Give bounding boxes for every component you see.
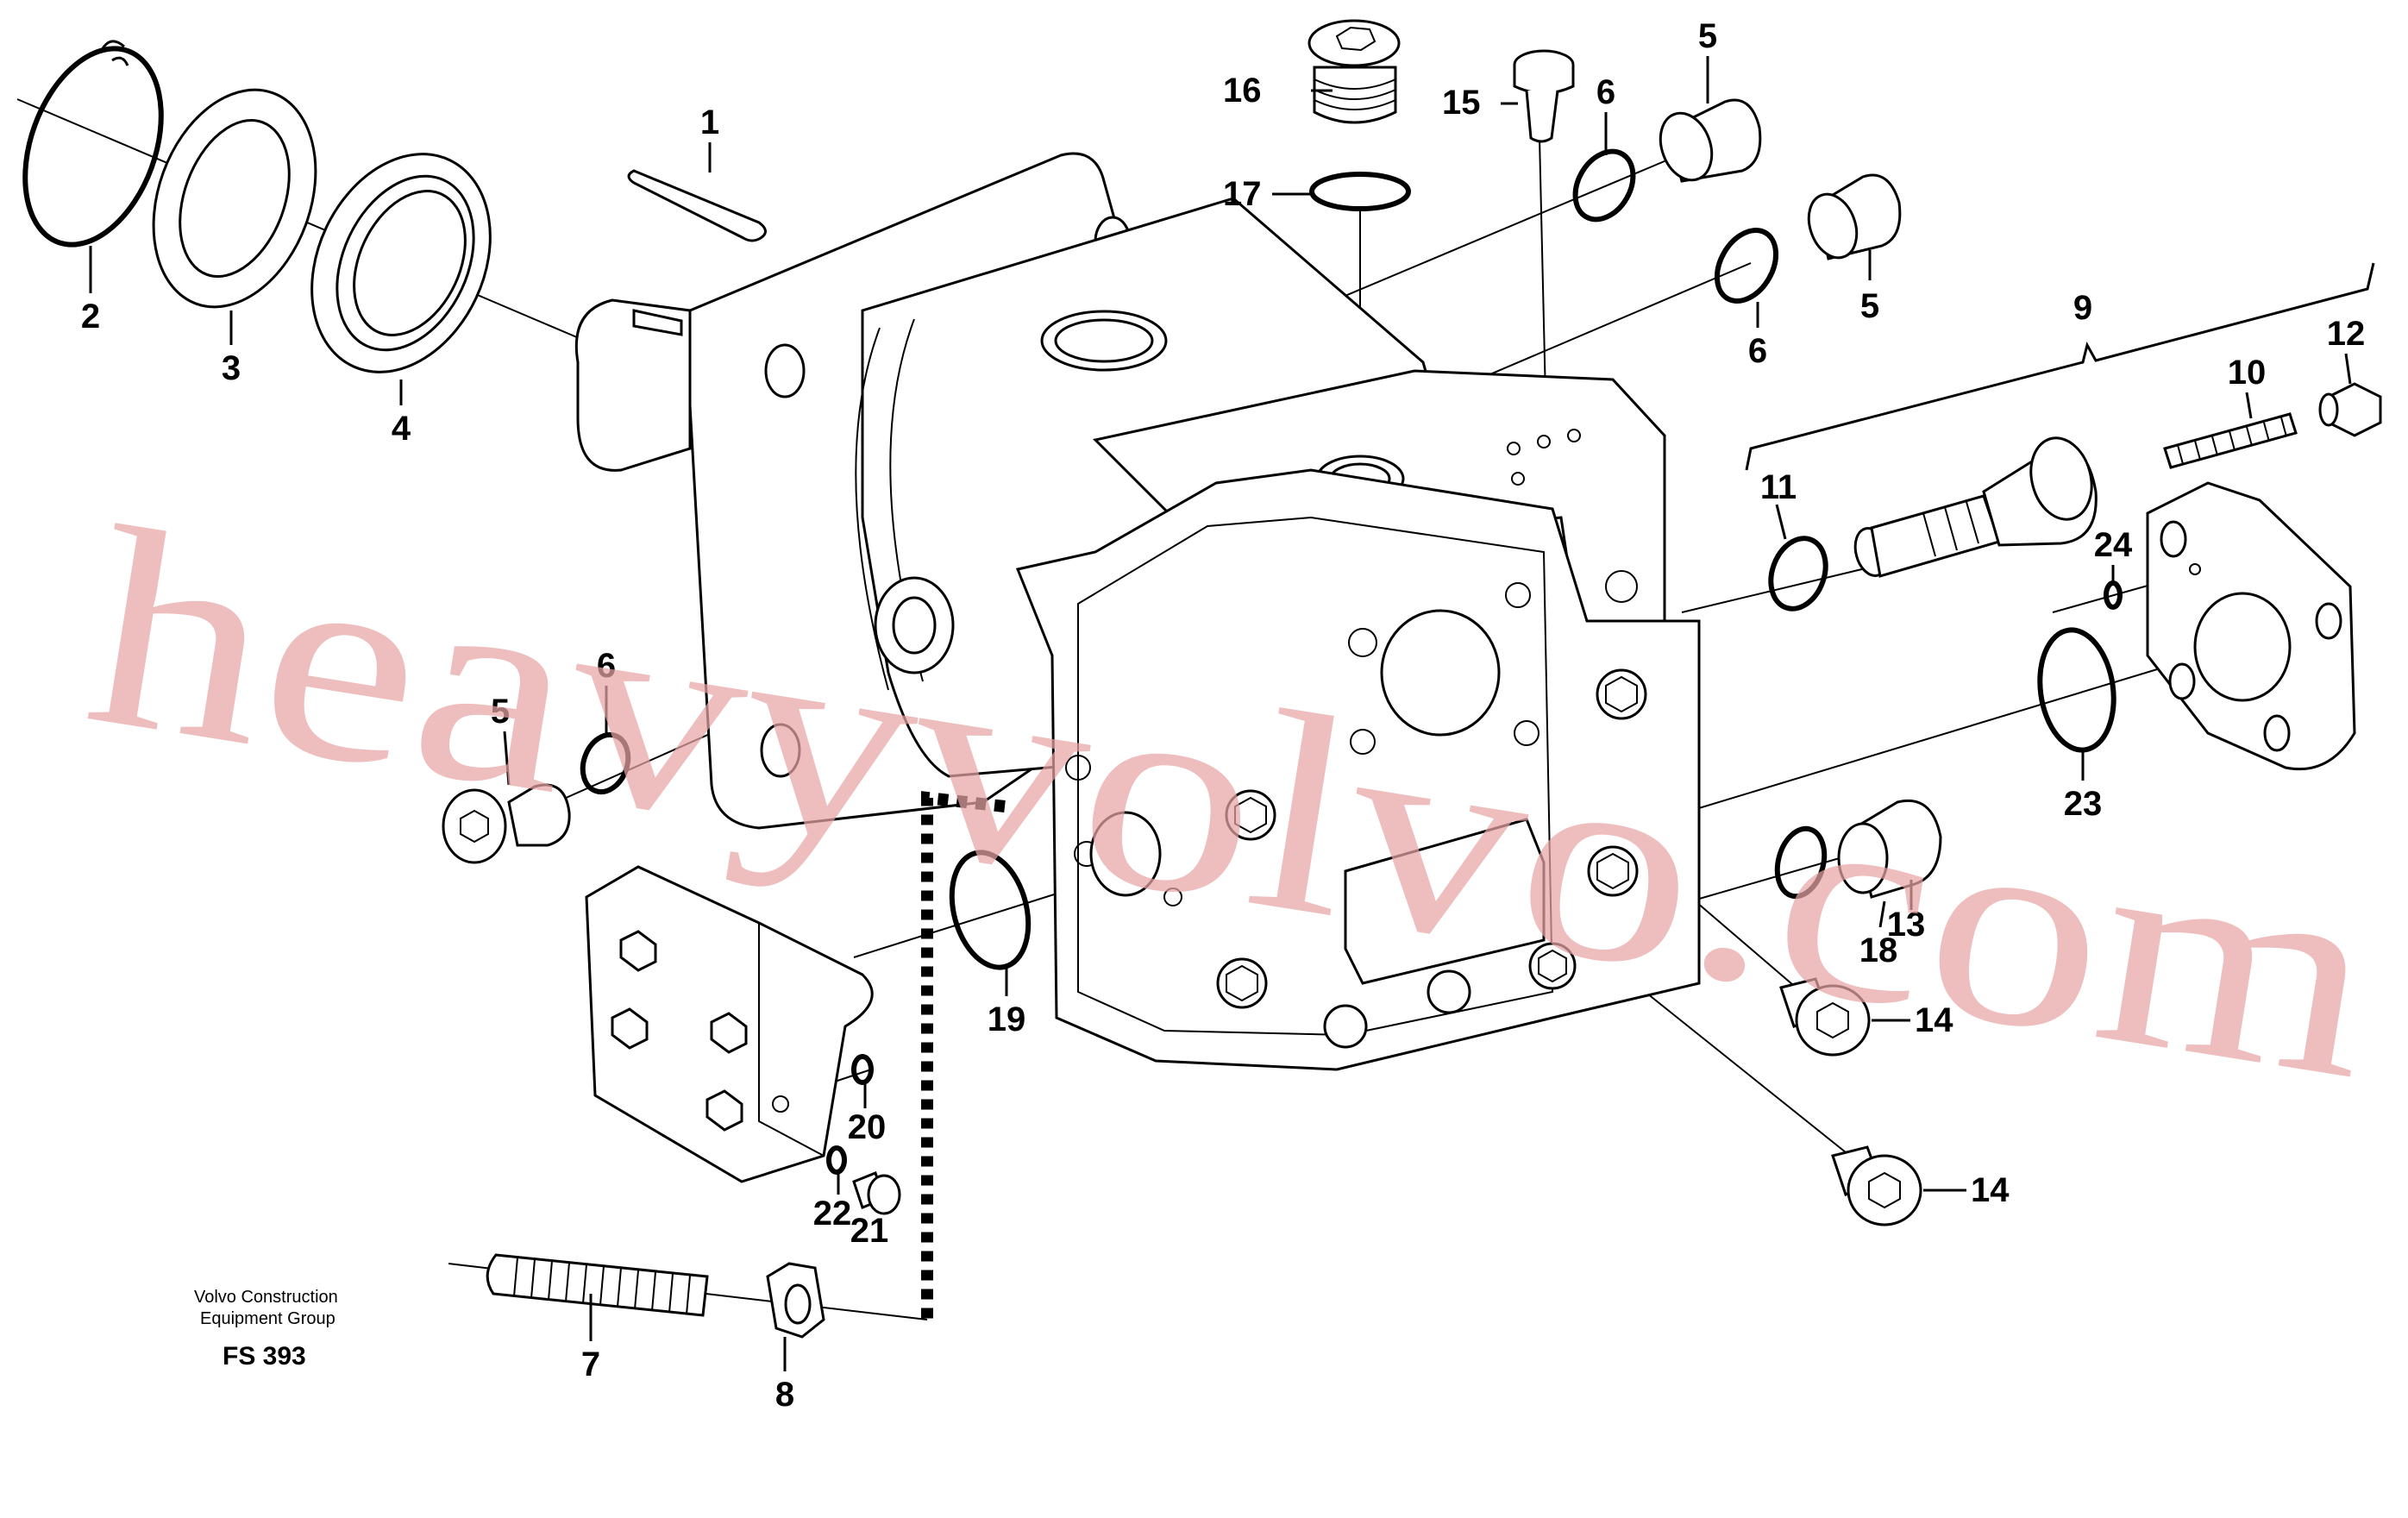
o-ring-23 (2037, 627, 2116, 753)
callout-9: 9 (2073, 289, 2092, 327)
callout-4: 4 (392, 410, 411, 448)
o-ring-20 (851, 1054, 874, 1085)
callout-2: 2 (81, 298, 100, 336)
nut-8 (766, 1262, 825, 1339)
plug-5-mid (1807, 173, 1902, 260)
callout-24: 24 (2094, 526, 2133, 564)
callout-11: 11 (1760, 468, 1797, 506)
o-ring-19 (949, 850, 1032, 970)
valve-group-bracket-9 (1745, 262, 2375, 471)
credit-block: Volvo Construction Equipment Group FS 39… (194, 1288, 338, 1371)
side-flange-block (585, 865, 874, 1183)
o-ring-11 (1768, 536, 1828, 612)
screw-15 (1513, 49, 1575, 143)
o-ring-6-mid (1714, 228, 1779, 304)
callout-7: 7 (581, 1346, 600, 1383)
assembly-group-bracket (921, 791, 1006, 1320)
callout-10: 10 (2228, 354, 2267, 392)
callout-leaders (89, 56, 2352, 1371)
o-ring-6-top (1572, 148, 1636, 223)
plug-5-left (442, 783, 571, 864)
thrust-washer-3 (152, 88, 317, 309)
screw-14-upper (1779, 977, 1871, 1057)
callout-17: 17 (1223, 175, 1262, 213)
o-ring-18 (1774, 825, 1828, 900)
callout-1: 1 (700, 104, 719, 141)
valve-cartridge (1853, 436, 2098, 578)
nut-12 (2318, 382, 2382, 437)
stud-7 (486, 1253, 709, 1317)
callout-6-top: 6 (1596, 73, 1615, 111)
callout-6-left: 6 (597, 647, 616, 685)
callout-18: 18 (1859, 932, 1898, 969)
callout-3: 3 (222, 349, 241, 387)
plug-16 (1307, 19, 1401, 124)
callout-14-lower: 14 (1971, 1171, 2010, 1209)
o-ring-6-left (580, 731, 631, 795)
callout-6-mid: 6 (1748, 332, 1767, 370)
plug-21 (852, 1171, 901, 1215)
callout-22: 22 (813, 1195, 852, 1233)
callout-14-upper: 14 (1915, 1001, 1953, 1039)
callout-12: 12 (2327, 315, 2366, 353)
credit-line-2: Equipment Group (200, 1309, 335, 1328)
motor-housing (574, 152, 1701, 1071)
callout-labels: 1 2 3 4 5 5 5 6 6 6 7 8 9 10 11 12 13 14… (81, 17, 2365, 1414)
circlip-2 (22, 40, 164, 248)
shaft-seal-4 (310, 153, 492, 373)
o-ring-22 (826, 1145, 847, 1175)
callout-8: 8 (775, 1376, 794, 1414)
callout-21: 21 (850, 1212, 889, 1250)
callout-20: 20 (848, 1108, 887, 1146)
callout-23: 23 (2064, 785, 2103, 823)
callout-16: 16 (1223, 72, 1262, 110)
callout-5-mid: 5 (1860, 287, 1879, 325)
plug-13 (1837, 799, 1942, 899)
callout-15: 15 (1442, 84, 1481, 122)
callout-5-top: 5 (1698, 17, 1717, 55)
callout-13: 13 (1887, 906, 1926, 944)
plug-5-top (1659, 98, 1762, 183)
cover-flange-right (2146, 481, 2356, 771)
stud-10 (2163, 412, 2298, 469)
screw-14-lower (1831, 1145, 1922, 1226)
o-ring-17 (1309, 172, 1411, 211)
callout-19: 19 (988, 1000, 1026, 1038)
credit-line-1: Volvo Construction (194, 1288, 338, 1307)
callout-5-left: 5 (491, 693, 510, 731)
key-pin-1 (627, 169, 767, 242)
cover-bolts (1216, 668, 1647, 1049)
figure-code: FS 393 (223, 1342, 306, 1371)
